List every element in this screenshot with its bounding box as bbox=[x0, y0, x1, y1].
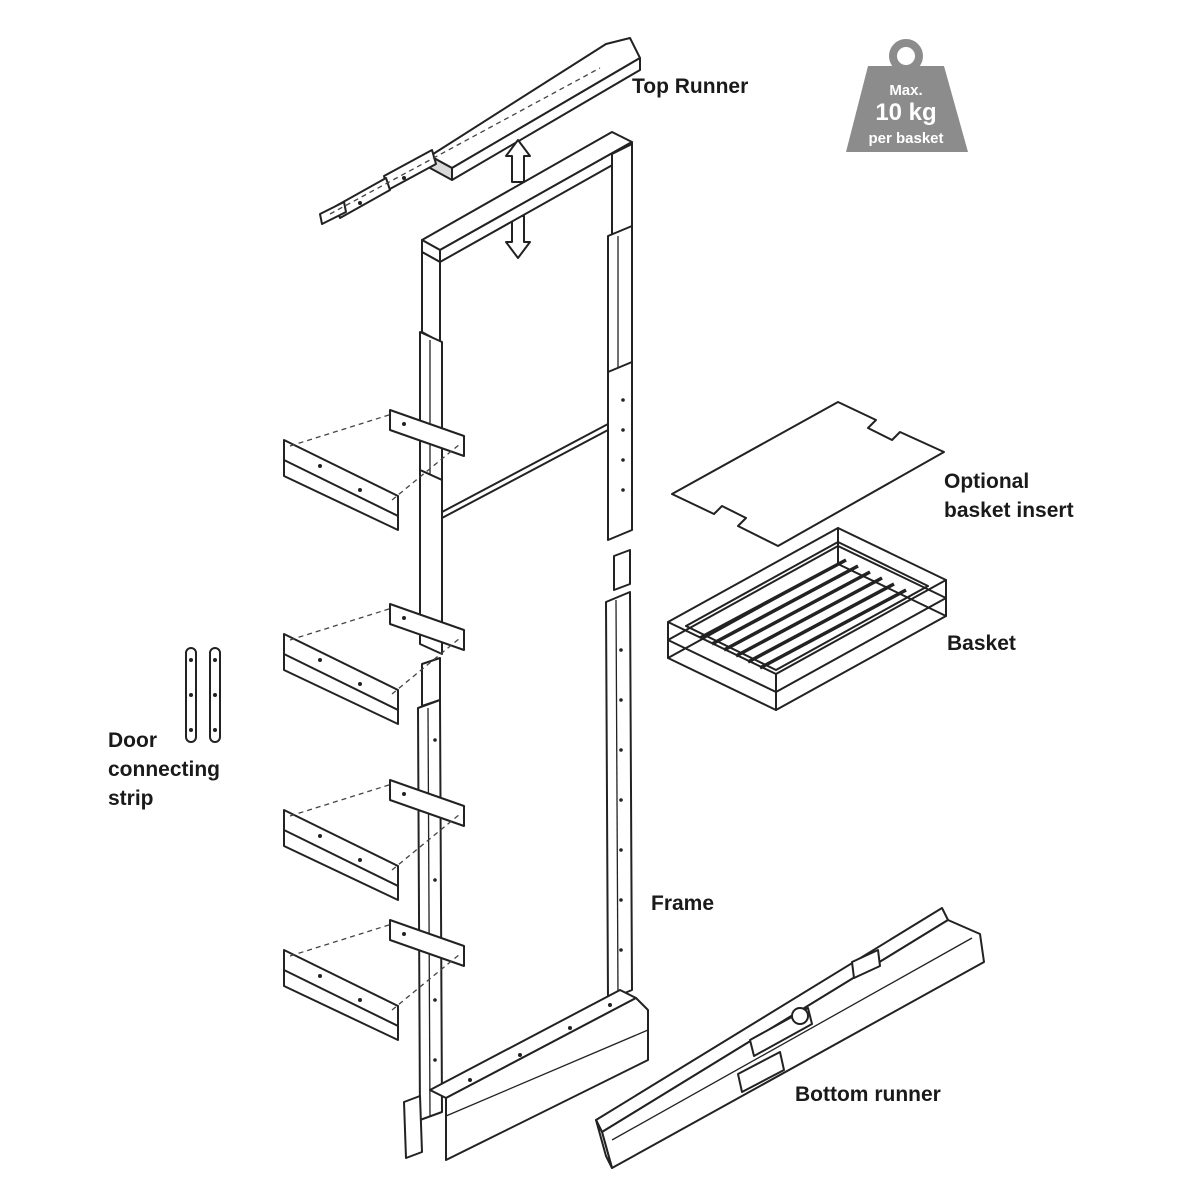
weight-ring-icon bbox=[889, 39, 923, 73]
door-strip-label: Door connecting strip bbox=[108, 726, 220, 813]
door-strip-text-2: connecting bbox=[108, 758, 221, 781]
basket-insert bbox=[671, 401, 945, 547]
door-bracket-1 bbox=[283, 409, 465, 531]
optional-insert-label: Optional basket insert bbox=[944, 467, 1074, 525]
bottom-runner-text: Bottom runner bbox=[795, 1083, 941, 1106]
door-strip-text-1: Door bbox=[108, 729, 157, 752]
basket bbox=[667, 527, 947, 711]
frame-text: Frame bbox=[651, 892, 715, 915]
top-runner-label: Top Runner bbox=[632, 72, 748, 101]
door-bracket-4 bbox=[283, 919, 465, 1041]
bottom-runner bbox=[595, 907, 985, 1169]
basket-label: Basket bbox=[947, 629, 1016, 658]
frame-label: Frame bbox=[651, 889, 714, 918]
top-runner bbox=[319, 37, 641, 225]
door-bracket-2 bbox=[283, 603, 465, 725]
weight-max-text: Max. bbox=[889, 82, 922, 99]
door-strip-text-3: strip bbox=[108, 787, 154, 810]
optional-insert-text-2: basket insert bbox=[944, 499, 1074, 522]
arrow-up-icon bbox=[505, 139, 531, 183]
weight-value-text: 10 kg bbox=[875, 99, 936, 126]
weight-icon bbox=[846, 66, 968, 152]
basket-text: Basket bbox=[947, 632, 1016, 655]
weight-badge: Max. 10 kg per basket bbox=[846, 39, 968, 152]
door-connecting-strips bbox=[185, 647, 221, 743]
door-bracket-3 bbox=[283, 779, 465, 901]
weight-unit-text: per basket bbox=[868, 130, 943, 147]
bottom-runner-label: Bottom runner bbox=[795, 1080, 941, 1109]
top-runner-text: Top Runner bbox=[632, 75, 749, 98]
frame bbox=[403, 131, 649, 1161]
adjust-arrows bbox=[505, 139, 531, 259]
optional-insert-text-1: Optional bbox=[944, 470, 1030, 493]
